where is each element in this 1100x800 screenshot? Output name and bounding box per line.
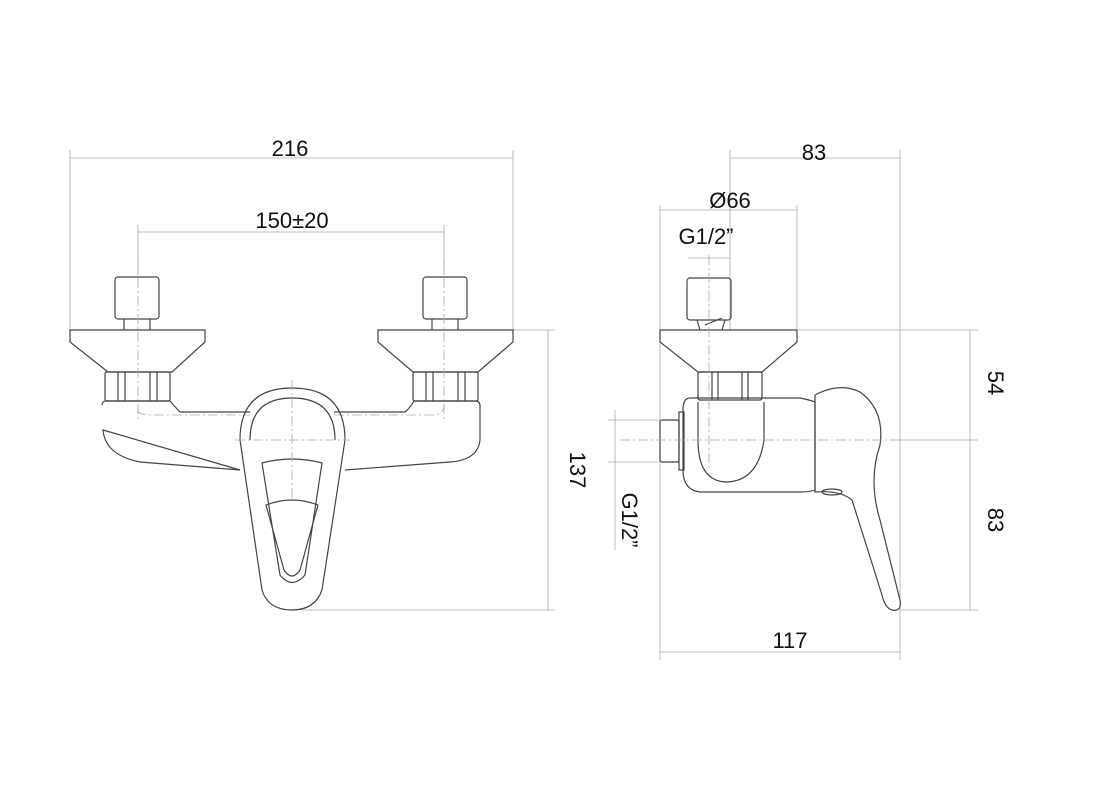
dim-label-117: 117 — [772, 628, 807, 653]
dimension-outlet-thread: G1/2” — [608, 410, 660, 550]
dimension-150: 150±20 — [137, 208, 445, 275]
left-inlet-fitting — [69, 260, 206, 420]
right-inlet-fitting — [377, 260, 514, 420]
outlet-pipe — [659, 419, 680, 463]
dimension-117: 117 — [660, 628, 900, 653]
front-view: 216 150±20 137 — [69, 136, 590, 611]
side-view: 83 Ø66 G1/2” 54 — [608, 140, 1008, 660]
dimension-diameter-66: Ø66 — [659, 188, 798, 660]
dimension-54: 54 — [797, 329, 1008, 441]
dim-label-83-top: 83 — [802, 140, 826, 165]
outlet-thread-label: G1/2” — [617, 492, 642, 547]
dim-label-216: 216 — [272, 136, 309, 161]
inlet-thread-label: G1/2” — [678, 224, 733, 249]
lever-handle — [239, 387, 346, 611]
dimension-83-lower: 83 — [900, 440, 1008, 611]
mixer-body — [101, 400, 481, 471]
dimension-137: 137 — [300, 329, 590, 611]
dim-label-150: 150±20 — [255, 208, 328, 233]
dim-label-diameter-66: Ø66 — [709, 188, 751, 213]
dim-label-54: 54 — [983, 371, 1008, 395]
side-lever — [814, 387, 901, 611]
dimension-inlet-thread: G1/2” — [678, 224, 734, 259]
dimension-83-top: 83 — [729, 140, 901, 660]
side-inlet-fitting — [659, 255, 798, 470]
dim-label-137: 137 — [565, 452, 590, 489]
side-body — [682, 397, 816, 493]
dim-label-83-lower: 83 — [983, 508, 1008, 532]
dimension-216: 216 — [69, 136, 514, 330]
